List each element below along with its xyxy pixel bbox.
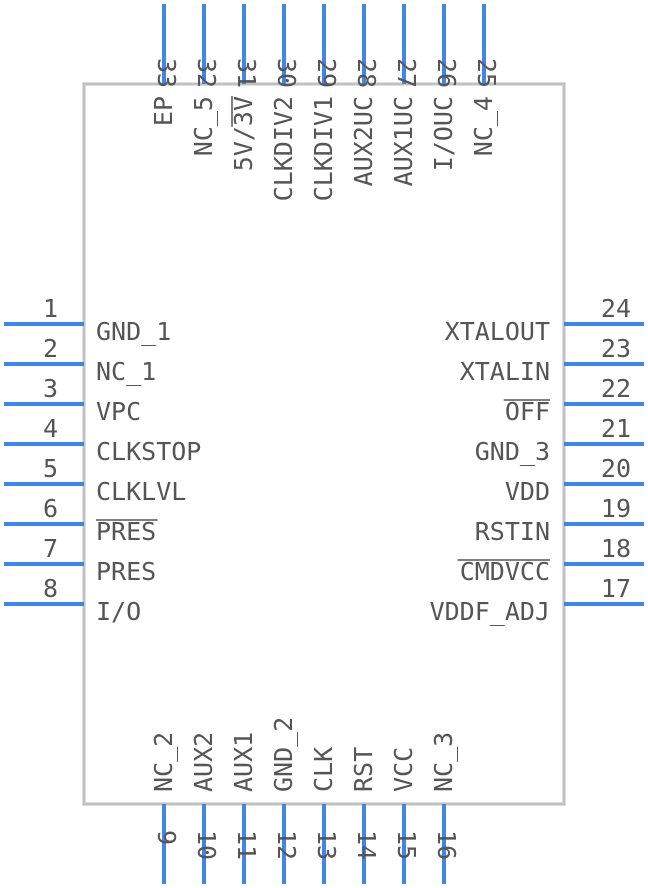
pin-4-number: 4 (43, 414, 58, 443)
pin-label-nc-4: NC_4 (469, 96, 498, 156)
pin-32-number: 32 (192, 58, 221, 88)
pin-16-number: 16 (432, 830, 461, 860)
pin-29-number: 29 (312, 58, 341, 88)
pin-15-number: 15 (392, 830, 421, 860)
pin-label-rst: RST (349, 747, 378, 792)
pin-6-number: 6 (43, 494, 58, 523)
pin-5-number: 5 (43, 454, 58, 483)
pin-17-number: 17 (601, 574, 631, 603)
pin-label-nc-5: NC_5 (189, 96, 218, 156)
pin-label-rstin: RSTIN (475, 517, 550, 546)
pin-label-vcc: VCC (389, 747, 418, 792)
pin-label-nc-2: NC_2 (149, 732, 178, 792)
pin-27-number: 27 (392, 58, 421, 88)
pin-label-aux2: AUX2 (189, 732, 218, 792)
pin-label-pres: PRES (96, 557, 156, 586)
pin-label-pres-inverted: PRES (96, 517, 156, 546)
labels-group: 1GND_12NC_13VPC4CLKSTOP5CLKLVL6PRES7PRES… (43, 58, 631, 860)
pin-20-number: 20 (601, 454, 631, 483)
pin-label-clkdiv2: CLKDIV2 (269, 96, 298, 201)
pin-label-aux1: AUX1 (229, 732, 258, 792)
pin-19-number: 19 (601, 494, 631, 523)
pin-12-number: 12 (272, 830, 301, 860)
pin-label-5v-3v: 5V/3V (229, 96, 258, 171)
pin-label-cmdvcc-inverted: CMDVCC (460, 557, 550, 586)
pin-label-clklvl: CLKLVL (96, 477, 186, 506)
component-body (82, 82, 566, 806)
pin-label-gnd-2: GND_2 (269, 717, 298, 792)
pin-9-number: 9 (152, 830, 181, 845)
pin-label-i-o: I/O (96, 597, 141, 626)
pin-10-number: 10 (192, 830, 221, 860)
pin-label-aux1uc: AUX1UC (389, 96, 418, 186)
pin-label-i-ouc: I/OUC (429, 96, 458, 171)
pin-label-gnd-1: GND_1 (96, 317, 171, 346)
pin-label-gnd-3: GND_3 (475, 437, 550, 466)
pin-label-clkstop: CLKSTOP (96, 437, 201, 466)
pin-label-vdd: VDD (505, 477, 550, 506)
pin-23-number: 23 (601, 334, 631, 363)
pin-22-number: 22 (601, 374, 631, 403)
pin-label-clkdiv1: CLKDIV1 (309, 96, 338, 201)
pin-label-ep: EP (149, 96, 178, 126)
pin-label-xtalin: XTALIN (460, 357, 550, 386)
pin-2-number: 2 (43, 334, 58, 363)
pin-30-number: 30 (272, 58, 301, 88)
pin-1-number: 1 (43, 294, 58, 323)
pin-14-number: 14 (352, 830, 381, 860)
pin-label-vpc: VPC (96, 397, 141, 426)
pin-label-vddf-adj: VDDF_ADJ (430, 597, 550, 626)
pin-25-number: 25 (472, 58, 501, 88)
pin-11-number: 11 (232, 830, 261, 860)
pin-label-xtalout: XTALOUT (445, 317, 550, 346)
pin-21-number: 21 (601, 414, 631, 443)
pin-label-nc-3: NC_3 (429, 732, 458, 792)
pin-label-off-inverted: OFF (505, 397, 550, 426)
pins-group (4, 4, 644, 884)
pin-26-number: 26 (432, 58, 461, 88)
pin-31-number: 31 (232, 58, 261, 88)
pin-13-number: 13 (312, 830, 341, 860)
pin-label-aux2uc: AUX2UC (349, 96, 378, 186)
pin-28-number: 28 (352, 58, 381, 88)
pin-label-clk: CLK (309, 747, 338, 792)
pin-label-nc-1: NC_1 (96, 357, 156, 386)
pin-33-number: 33 (152, 58, 181, 88)
pin-24-number: 24 (601, 294, 631, 323)
pin-7-number: 7 (43, 534, 58, 563)
pin-18-number: 18 (601, 534, 631, 563)
pin-8-number: 8 (43, 574, 58, 603)
pin-3-number: 3 (43, 374, 58, 403)
